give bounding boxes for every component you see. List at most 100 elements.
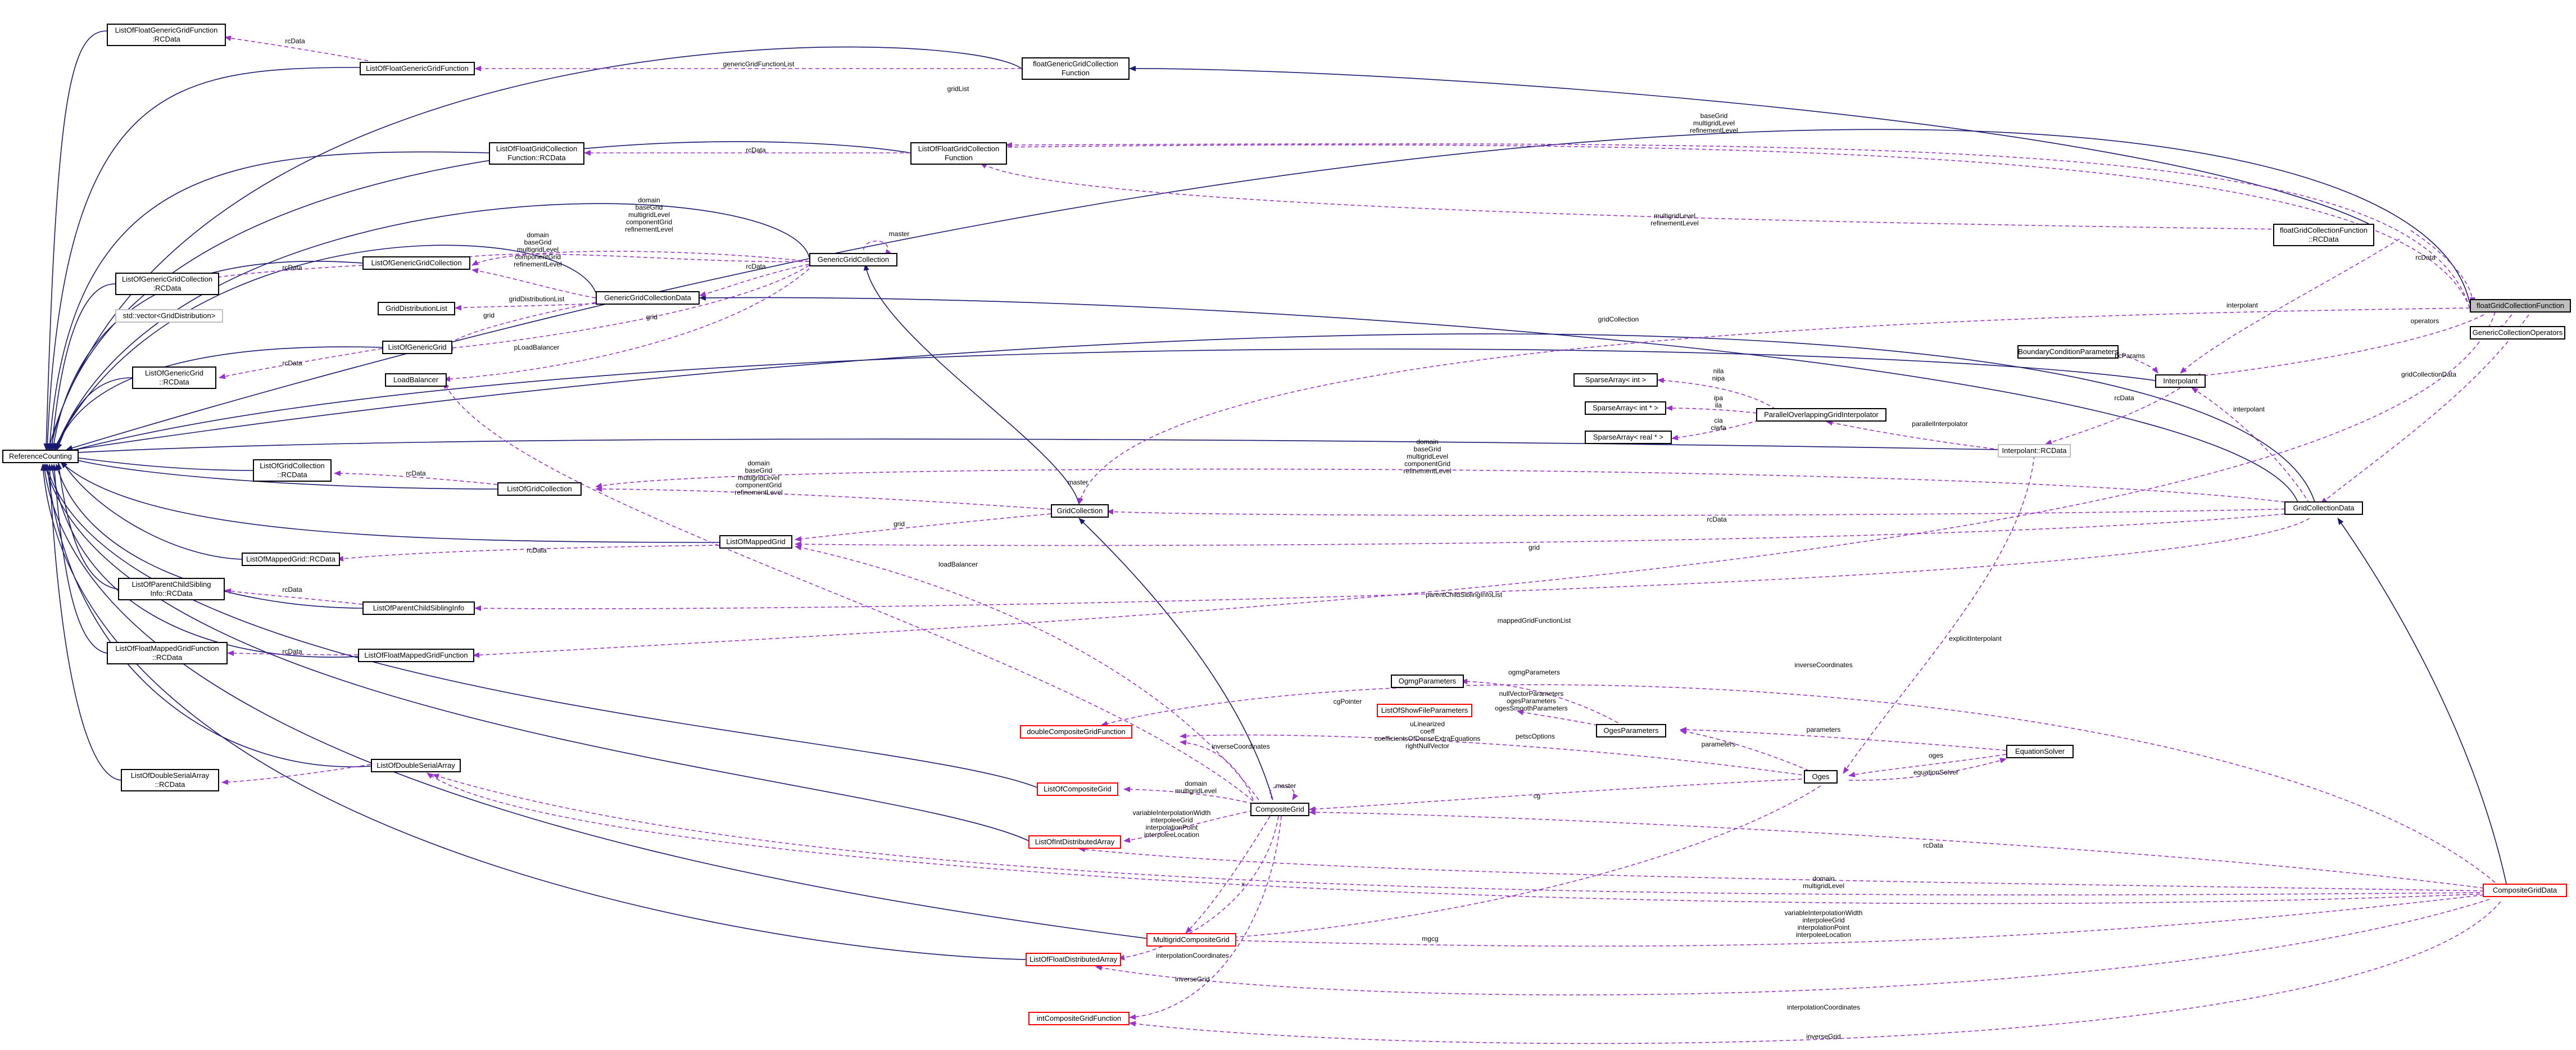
edge-use-cgd-lida (1078, 847, 2484, 891)
edge-inherit-lmg (60, 461, 720, 543)
edge-label-explicit-interpolant: explicitInterpolant (1949, 635, 2002, 642)
edge-use-gc-lgc (595, 486, 1051, 510)
node-list-of-float-grid-collection-function: ListOfFloatGridCollection Function (910, 142, 1007, 165)
edge-use-fgcf-gc (1078, 307, 2470, 505)
edge-inherit-fgcfrc-fggcf (1129, 65, 2369, 224)
edge-inherit-lfgcfrc (47, 151, 489, 450)
edge-inherit-mcg (42, 464, 1150, 939)
edge-label-interpolation-coordinates-cg: interpolationCoordinates (1155, 952, 1230, 960)
edge-inherit-lgc (66, 456, 498, 490)
node-multigrid-composite-grid: MultigridCompositeGrid (1146, 933, 1236, 947)
edge-label-rcdata-lfmgf: rcData (282, 648, 302, 655)
edge-use-gcd-interp (2191, 387, 2310, 504)
edge-label-interpolant-fgcfrc: interpolant (2226, 301, 2258, 309)
edge-label-master-cg: master (1275, 782, 1296, 790)
edge-use-interprc-pogi (1826, 420, 2001, 450)
edge-use-ogesp-ogmg (1461, 678, 1625, 727)
edge-label-master-gc: master (1067, 478, 1089, 486)
edge-use-oges-cg (1309, 778, 1816, 812)
node-grid-distribution-list: GridDistributionList (378, 302, 455, 315)
edge-label-multigrid-refinement: multigridLevel refinementLevel (1650, 212, 1699, 227)
edge-use-cg-dcgf (1180, 740, 1254, 800)
edge-use-oges-dcgf (1180, 733, 1816, 777)
node-list-of-double-serial-array-rcdata: ListOfDoubleSerialArray ::RCData (121, 769, 219, 791)
node-parallel-overlapping-grid-interpolator: ParallelOverlappingGridInterpolator (1756, 408, 1886, 422)
node-list-of-show-file-parameters: ListOfShowFileParameters (1377, 704, 1472, 717)
edge-label-ogmg-parameters: ogmgParameters (1508, 668, 1561, 676)
edge-label-inverse-coordinates-cg: inverseCoordinates (1212, 743, 1270, 750)
edge-use-cgd-mcg (1210, 894, 2484, 947)
edge-use-interp-interprc (2045, 387, 2181, 445)
edge-label-cia-ciwfa: cia ciwfa (1711, 417, 1726, 432)
edge-use-fgcfrc-fgcf (2410, 230, 2475, 304)
edge-label-mapped-grid-function-list: mappedGridFunctionList (1497, 617, 1571, 624)
edge-inherit-ldsarc (47, 464, 121, 781)
node-list-of-grid-collection: ListOfGridCollection (497, 482, 582, 496)
node-generic-grid-collection: GenericGridCollection (809, 253, 897, 266)
edge-use-cg-master (1269, 785, 1298, 800)
edge-use-gcd-lgc (595, 468, 2299, 504)
edge-label-x: x (1241, 880, 1245, 888)
edge-use-ggc-lgg (446, 265, 810, 351)
edge-label-grid-list: gridList (947, 85, 969, 93)
edge-label-null-vector-parameters: nullVectorParameters ogesParameters oges… (1495, 690, 1568, 712)
edge-label-grid-distribution-list: gridDistributionList (509, 295, 565, 303)
edge-use-gc-lmg (795, 513, 1051, 542)
edge-label-parameters-es: parameters (1806, 726, 1841, 734)
edge-label-domain-basegrid-lgc: domain baseGrid multigridLevel component… (734, 459, 783, 496)
edge-label-grid-gcd: grid (1528, 544, 1540, 551)
node-ogmg-parameters: OgmgParameters (1391, 675, 1464, 688)
edge-inherit-lfmgfrc (51, 464, 107, 654)
edge-label-basegrid-top: baseGrid multigridLevel refinementLevel (1690, 112, 1738, 134)
edge-inherit-lfggf (44, 67, 360, 450)
edge-use-fgcf-gco (2500, 314, 2512, 332)
edge-label-equation-solver: equationSolver (1913, 768, 1959, 776)
edge-label-ploadbalancer: pLoadBalancer (514, 343, 560, 351)
edge-label-rcdata-lgc: rcData (406, 469, 426, 477)
edge-use-ldsa-rc (221, 764, 371, 785)
node-list-of-generic-grid: ListOfGenericGrid (382, 341, 452, 354)
edge-use-cg-lmg (795, 545, 1259, 800)
edge-use-cgd-dcgf (1101, 684, 2496, 883)
edge-label-rcdata-cgd: rcData (1923, 841, 1943, 849)
node-list-of-float-generic-grid-function-rcdata: ListOfFloatGenericGridFunction :RCData (107, 24, 226, 46)
node-list-of-parent-child-sibling-info-rcdata: ListOfParentChildSibling Info::RCData (118, 578, 225, 600)
node-list-of-float-generic-grid-function: ListOfFloatGenericGridFunction (360, 62, 475, 75)
edge-label-grid-gc: grid (893, 520, 905, 528)
edge-label-operators: operators (2410, 317, 2439, 325)
edge-use-lpcs-rc (224, 588, 363, 605)
edge-use-ggcd-lggc (471, 268, 596, 298)
node-int-composite-grid-function: intCompositeGridFunction (1028, 1012, 1130, 1025)
node-float-grid-collection-function: floatGridCollectionFunction (2470, 299, 2571, 313)
edge-inherit-lggrc (56, 377, 133, 450)
edge-label-rcdata-lpcs: rcData (282, 586, 302, 594)
edge-use-cg-lcg (1123, 786, 1254, 804)
edge-label-grid-collection: gridCollection (1598, 315, 1639, 323)
edge-label-domain-multigrid-cgd: domain multigridLevel (1802, 875, 1845, 890)
edge-label-parent-child-sibling-list: parentChildSiblingInfoList (1425, 591, 1503, 599)
edge-use-pogi-saip (1666, 405, 1771, 415)
edge-label-ulinearized: uLinearized coeff coefficientsOfDenseExt… (1374, 720, 1481, 750)
edge-label-load-balancer: loadBalancer (938, 560, 978, 568)
edge-use-cg-lida (1123, 810, 1254, 843)
node-list-of-double-serial-array: ListOfDoubleSerialArray (371, 759, 461, 772)
edge-label-rcdata-interp: rcData (2114, 394, 2134, 402)
edge-inherit-lpcsrc (56, 463, 119, 590)
node-float-grid-collection-function-rcdata: floatGridCollectionFunction ::RCData (2273, 224, 2374, 246)
node-list-of-int-distributed-array: ListOfIntDistributedArray (1028, 835, 1121, 849)
edge-label-rcdata-lfgcf: rcData (746, 146, 766, 154)
node-float-generic-grid-collection-function: floatGenericGridCollection Function (1022, 57, 1130, 80)
edge-use-gcd-lpcs (474, 518, 2310, 612)
edge-use-lgg-rc (219, 348, 383, 379)
edge-label-bcparams: bcParams (2114, 352, 2146, 360)
node-list-of-float-mapped-grid-function-rcdata: ListOfFloatMappedGridFunction ::RCData (107, 642, 228, 664)
edge-label-domain-multigrid-cg: domain multigridLevel (1174, 780, 1217, 795)
edge-label-ggc-refs: domain baseGrid multigridLevel component… (625, 196, 673, 233)
edge-use-fgcf-interp (2194, 314, 2484, 379)
node-list-of-float-grid-collection-function-rcdata: ListOfFloatGridCollection Function::RCDa… (489, 142, 584, 165)
edge-label-oges: oges (1928, 752, 1944, 759)
edge-use-ogesp-lsfp (1517, 709, 1625, 731)
node-sparse-array-real-ptr: SparseArray< real * > (1585, 431, 1672, 444)
edge-label-grid-ggc: grid (646, 313, 658, 321)
edge-label-cg: cg (1533, 792, 1541, 800)
